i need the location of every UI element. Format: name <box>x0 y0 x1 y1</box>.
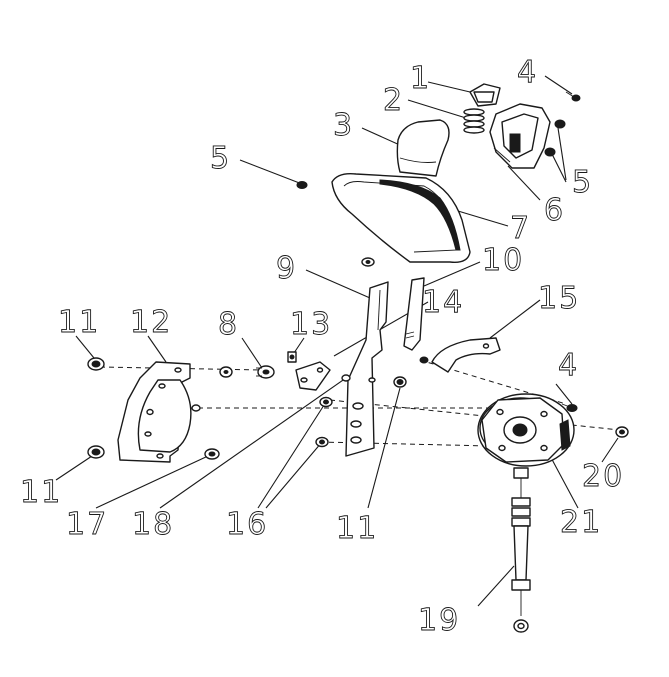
part-9-lever <box>345 281 389 457</box>
part-3-knob <box>396 119 450 177</box>
part-16-screw-bottom <box>315 436 329 448</box>
part-20-nut <box>615 426 629 438</box>
callout-5-left: 5 <box>210 141 231 176</box>
callout-11-bottom: 11 <box>336 511 378 546</box>
callout-13: 13 <box>290 307 332 342</box>
part-5-screw-right-b <box>544 147 556 157</box>
washer-near-plate <box>219 366 233 378</box>
callout-5-right: 5 <box>572 165 593 200</box>
part-21-selector-housing <box>477 393 575 467</box>
part-14-link <box>295 361 351 391</box>
callout-18: 18 <box>132 507 174 542</box>
callout-14: 14 <box>422 285 464 320</box>
callout-2: 2 <box>383 83 404 118</box>
part-12-mount-plate <box>117 361 201 463</box>
callout-19: 19 <box>418 603 460 638</box>
part-17-nut <box>204 448 220 460</box>
callout-11-bottom-left: 11 <box>20 475 62 510</box>
callout-labels: 1 2 3 4 4 5 5 6 7 8 9 10 11 11 11 12 13 … <box>20 55 624 639</box>
part-4-screw-top <box>565 91 581 102</box>
part-5-screw-right-a <box>554 119 566 129</box>
callout-9: 9 <box>276 251 297 286</box>
part-6-housing <box>489 103 551 169</box>
part-4-screw-right <box>561 403 578 412</box>
callout-17: 17 <box>66 507 108 542</box>
part-16-screw-top <box>319 396 333 408</box>
callout-10: 10 <box>482 243 524 278</box>
small-bushing <box>361 257 375 267</box>
callout-6: 6 <box>544 193 565 228</box>
callout-12: 12 <box>130 305 172 340</box>
part-10-rod <box>403 277 425 351</box>
part-8-bolt <box>256 365 275 379</box>
part-11-nut-top-left <box>87 357 105 371</box>
part-15-strap <box>419 337 501 373</box>
part-11-nut-bottom-left <box>87 445 105 459</box>
part-1-cap <box>469 83 501 107</box>
callout-4-top: 4 <box>517 55 538 90</box>
callout-7: 7 <box>510 211 531 246</box>
callout-3: 3 <box>333 108 354 143</box>
callout-20: 20 <box>582 459 624 494</box>
part-11-nut-center <box>393 376 407 388</box>
callout-21: 21 <box>560 505 602 540</box>
callout-1: 1 <box>410 61 431 96</box>
callout-15: 15 <box>538 281 580 316</box>
part-2-spring <box>463 108 485 134</box>
callout-11-top-left: 11 <box>58 305 100 340</box>
part-19-cable <box>511 467 531 633</box>
callout-4-right: 4 <box>558 348 579 383</box>
part-13-clip <box>287 351 297 363</box>
part-5-screw-left <box>296 181 308 189</box>
callout-8: 8 <box>218 307 239 342</box>
part-7-cover <box>331 172 471 263</box>
callout-16: 16 <box>226 507 268 542</box>
